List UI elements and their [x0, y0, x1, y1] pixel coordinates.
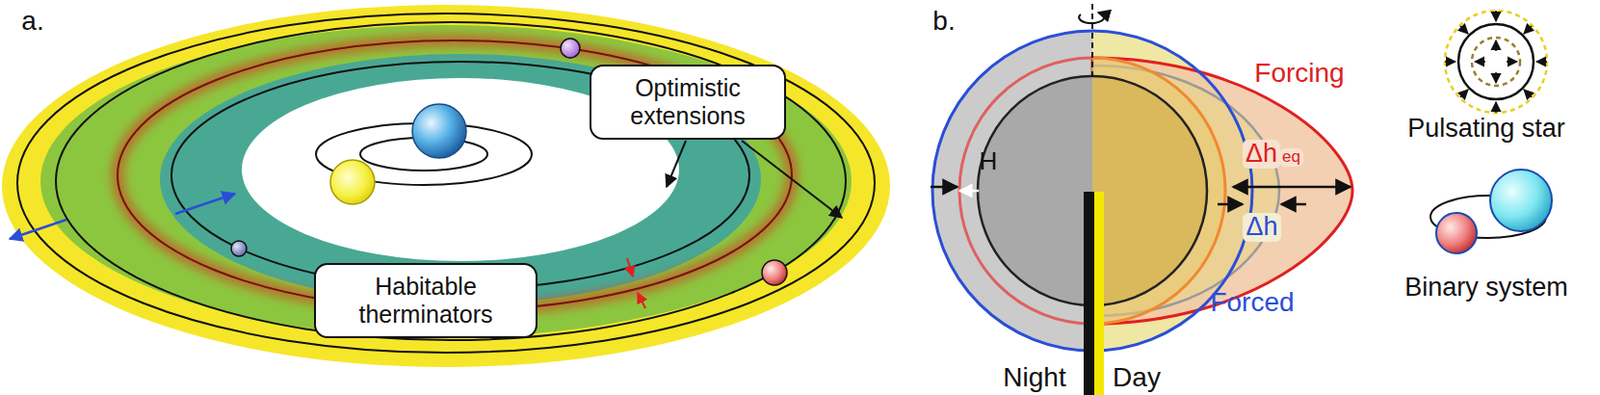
- label: Binary system: [1404, 273, 1569, 303]
- label: Pulsating star: [1407, 114, 1566, 144]
- callout-box: Optimistic extensions: [589, 64, 787, 140]
- label: Night: [1002, 363, 1066, 394]
- box-text: Optimistic extensions: [601, 74, 775, 131]
- label: Δh: [1242, 139, 1281, 169]
- label: Δh: [1242, 212, 1281, 242]
- label: Forcing: [1254, 58, 1344, 89]
- label: b.: [932, 6, 955, 37]
- box-text: Habitable therminators: [325, 272, 526, 329]
- label: H: [979, 147, 998, 176]
- label: Day: [1112, 363, 1161, 394]
- label: eq: [1279, 148, 1304, 167]
- callout-box: Habitable therminators: [314, 262, 538, 339]
- label: a.: [21, 6, 44, 37]
- label: Forced: [1209, 288, 1294, 318]
